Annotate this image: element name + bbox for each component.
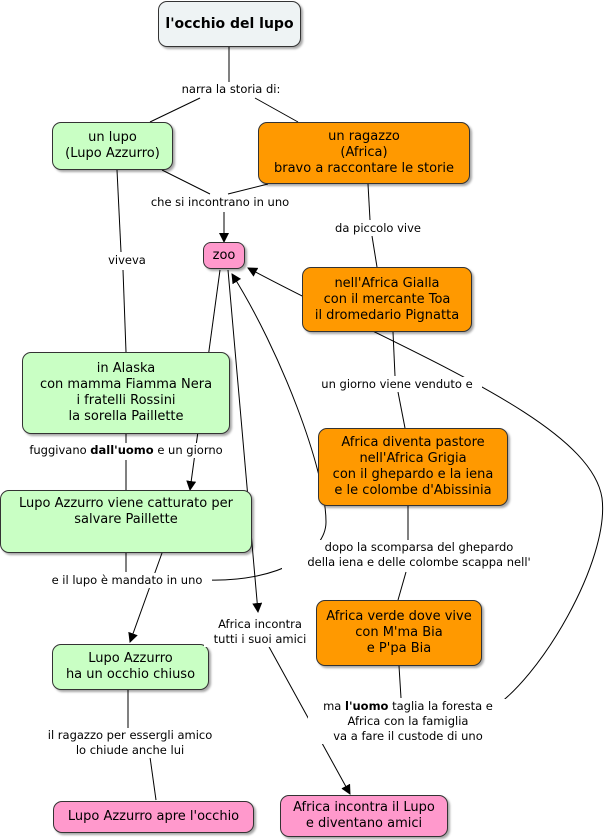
curve-ma-zoo [247, 267, 604, 711]
line-ragazzo-dapiccolo [367, 183, 371, 221]
node-incontra-lupo[interactable]: Africa incontra il Lupo e diventano amic… [280, 795, 448, 837]
node-africa-grigia[interactable]: Africa diventa pastore nell'Africa Grigi… [318, 428, 508, 506]
line-verde-ma [398, 665, 402, 699]
node-zoo[interactable]: zoo [203, 242, 245, 269]
label-scomparsa: dopo la scomparsa del ghepardo della ien… [282, 540, 556, 570]
node-alaska[interactable]: in Alaska con mamma Fiamma Nera i fratel… [22, 352, 230, 434]
line-ragazzo-incontrano [227, 183, 269, 195]
label-ma-bold: l'uomo [345, 699, 389, 713]
line-venduto-grigia [397, 391, 406, 429]
label-fuggivano-post: e un giorno [153, 443, 223, 457]
line-lupo-viveva [116, 169, 122, 253]
node-apre-occhio[interactable]: Lupo Azzurro apre l'occhio [53, 801, 254, 833]
node-root[interactable]: l'occhio del lupo [158, 1, 301, 47]
label-da-piccolo: da piccolo vive [329, 221, 427, 236]
label-venduto: un giorno viene venduto e [312, 377, 482, 392]
label-viveva: viveva [101, 253, 153, 268]
line-catturato-occhio [128, 552, 163, 643]
label-ma: ma l'uomo taglia la foresta e Africa con… [308, 699, 508, 744]
node-africa-gialla[interactable]: nell'Africa Gialla con il mercante Toa i… [302, 267, 472, 332]
label-fuggivano: fuggivano dall'uomo e un giorno [18, 443, 234, 458]
line-viveva-alaska [122, 269, 127, 353]
label-fuggivano-pre: fuggivano [29, 443, 91, 457]
label-ma-pre: ma [323, 699, 346, 713]
label-mandato: e il lupo è mandato in uno [42, 573, 212, 588]
line-gialla-venduto [392, 331, 396, 377]
label-fuggivano-bold: dall'uomo [90, 443, 154, 457]
line-narra-lupo [149, 97, 201, 123]
line-lupo-incontrano [161, 169, 211, 195]
node-occhio-chiuso[interactable]: Lupo Azzurro ha un occhio chiuso [52, 644, 209, 690]
label-narra: narra la storia di: [172, 82, 290, 97]
node-catturato[interactable]: Lupo Azzurro viene catturato per salvare… [0, 490, 252, 553]
node-ragazzo[interactable]: un ragazzo (Africa) bravo a raccontare l… [258, 122, 470, 184]
line-zoo-amici [227, 269, 263, 613]
label-ragazzo-amico: il ragazzo per essergli amico lo chiude … [30, 728, 230, 758]
node-lupo[interactable]: un lupo (Lupo Azzurro) [52, 122, 173, 170]
label-ma-post: taglia la foresta e Africa con la famigl… [333, 699, 493, 743]
node-africa-verde[interactable]: Africa verde dove vive con M'ma Bia e P'… [316, 600, 482, 666]
line-ragazzoamico-apre [149, 756, 157, 801]
label-incontra-amici: Africa incontra tutti i suoi amici [204, 617, 316, 647]
line-narra-ragazzo [254, 97, 299, 123]
label-incontrano: che si incontrano in uno [142, 195, 298, 210]
line-dapiccolo-gialla [371, 235, 378, 268]
curve-mandato-zoo [207, 273, 327, 581]
line-scomparsa-verde [397, 571, 407, 601]
